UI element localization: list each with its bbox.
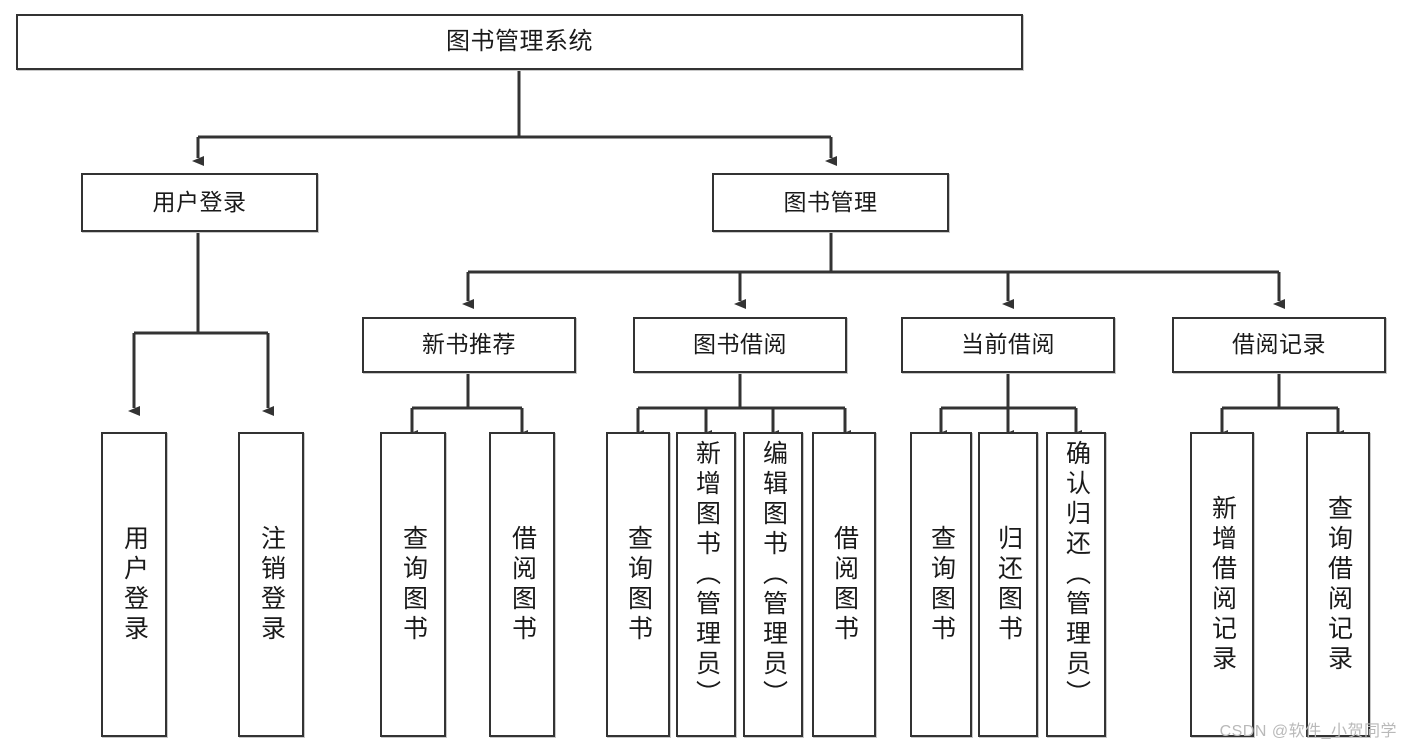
leaf-query-book-recommend[interactable]: 查询图书 — [380, 432, 446, 737]
node-label: 归还图书 — [994, 524, 1023, 645]
leaf-query-book-borrow[interactable]: 查询图书 — [606, 432, 670, 737]
node-label: 编辑图书（管理员） — [759, 440, 788, 710]
node-label: 图书管理系统 — [446, 27, 593, 55]
node-label: 用户登录 — [120, 524, 149, 645]
node-label: 当前借阅 — [961, 331, 1055, 358]
node-label: 新书推荐 — [422, 331, 516, 358]
node-label: 查询图书 — [399, 524, 428, 645]
node-borrow-record[interactable]: 借阅记录 — [1172, 317, 1386, 373]
leaf-lend-book[interactable]: 借阅图书 — [812, 432, 876, 737]
leaf-query-borrow-record[interactable]: 查询借阅记录 — [1306, 432, 1370, 737]
node-label: 用户登录 — [152, 188, 247, 215]
node-new-book-recommend[interactable]: 新书推荐 — [362, 317, 576, 373]
node-label: 查询借阅记录 — [1324, 494, 1353, 675]
leaf-logout[interactable]: 注销登录 — [238, 432, 304, 737]
leaf-borrow-book-recommend[interactable]: 借阅图书 — [489, 432, 555, 737]
csdn-watermark: CSDN @软件_小贺同学 — [1219, 723, 1397, 740]
node-label: 查询图书 — [624, 524, 653, 645]
node-label: 借阅图书 — [508, 524, 537, 645]
node-label: 新增借阅记录 — [1208, 494, 1237, 675]
leaf-edit-book-admin[interactable]: 编辑图书（管理员） — [743, 432, 803, 737]
node-label: 注销登录 — [257, 524, 286, 645]
node-label: 图书管理 — [783, 188, 878, 215]
node-label: 新增图书（管理员） — [692, 440, 721, 710]
node-label: 查询图书 — [927, 524, 956, 645]
node-label: 图书借阅 — [693, 331, 787, 358]
leaf-user-login[interactable]: 用户登录 — [101, 432, 167, 737]
node-label: 借阅记录 — [1232, 331, 1326, 358]
leaf-return-book[interactable]: 归还图书 — [978, 432, 1038, 737]
node-user-login[interactable]: 用户登录 — [81, 173, 318, 232]
node-label: 确认归还（管理员） — [1062, 440, 1091, 710]
node-current-borrow[interactable]: 当前借阅 — [901, 317, 1115, 373]
leaf-query-book-current[interactable]: 查询图书 — [910, 432, 972, 737]
leaf-add-borrow-record[interactable]: 新增借阅记录 — [1190, 432, 1254, 737]
node-book-management[interactable]: 图书管理 — [712, 173, 949, 232]
leaf-add-book-admin[interactable]: 新增图书（管理员） — [676, 432, 736, 737]
node-root-book-management-system[interactable]: 图书管理系统 — [16, 14, 1023, 70]
leaf-confirm-return-admin[interactable]: 确认归还（管理员） — [1046, 432, 1106, 737]
node-book-borrow[interactable]: 图书借阅 — [633, 317, 847, 373]
node-label: 借阅图书 — [830, 524, 859, 645]
